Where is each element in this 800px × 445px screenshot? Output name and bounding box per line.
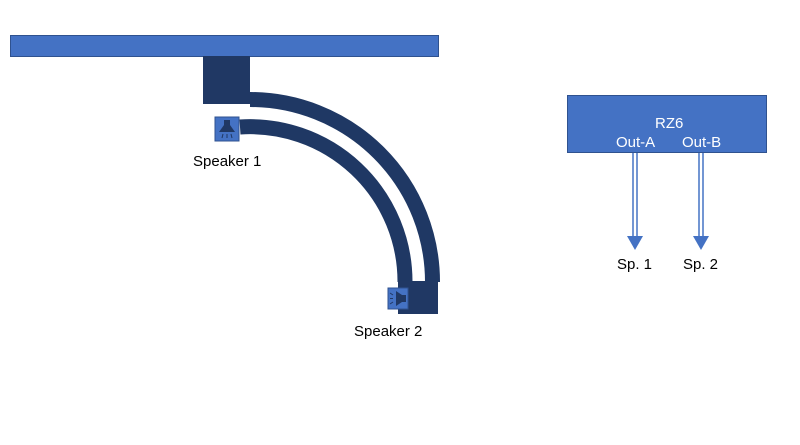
arrow-out-a [627,153,643,250]
sp1-target-label: Sp. 1 [617,256,653,273]
arrow-out-b [693,153,709,250]
rz6-title: RZ6 [655,115,684,132]
mount-block [203,56,250,104]
out-b-label: Out-B [682,134,722,151]
speaker-2-label: Speaker 2 [354,323,423,340]
speaker-1-label: Speaker 1 [193,153,262,170]
out-a-label: Out-A [616,134,656,151]
rz6-device-box: RZ6 Out-A Out-B [567,95,767,153]
outer-arc-rail [249,92,440,283]
speaker-1-icon [214,116,240,142]
sp2-target-label: Sp. 2 [683,256,719,273]
speaker-2-icon [387,287,409,310]
inner-arc-rail [239,119,413,283]
